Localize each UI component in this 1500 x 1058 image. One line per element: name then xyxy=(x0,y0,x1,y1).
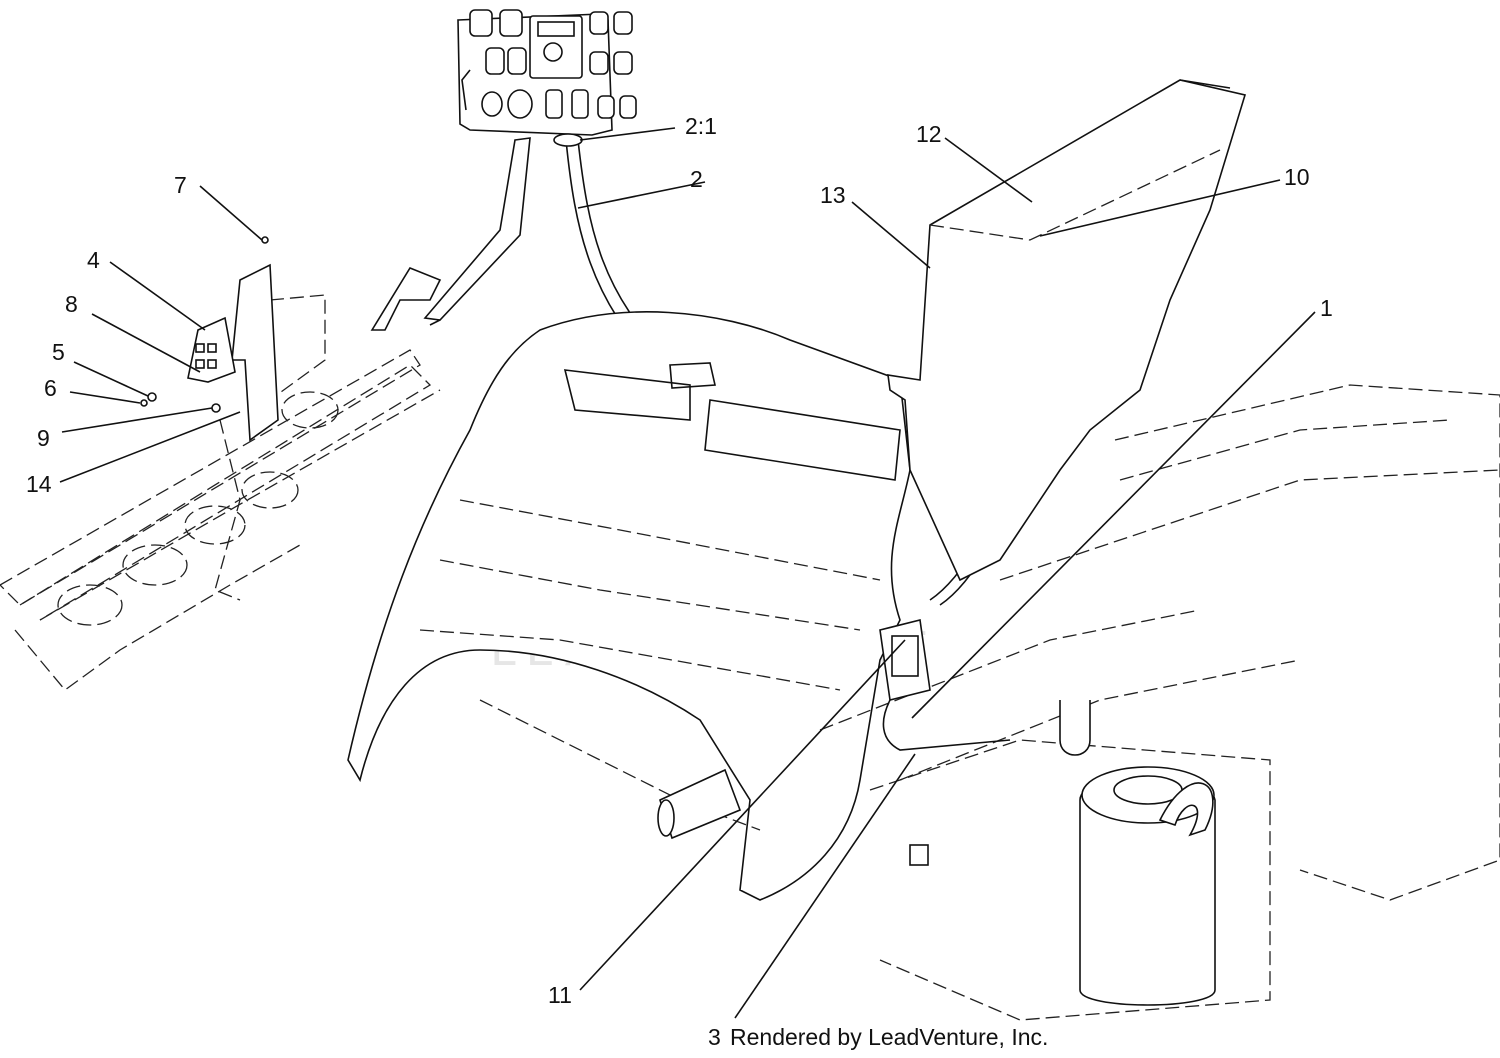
callout-2-1: 2:1 xyxy=(685,113,717,139)
callout-9: 9 xyxy=(37,425,50,451)
callout-4: 4 xyxy=(87,247,100,273)
motor-assembly xyxy=(869,700,1271,1021)
switch-module xyxy=(879,619,1011,751)
callout-labels: 7 4 8 5 6 9 14 2:1 2 12 13 10 1 11 3 xyxy=(26,113,1333,1050)
left-frame-rail xyxy=(0,294,441,691)
leader-lines xyxy=(59,127,1316,1019)
callout-14: 14 xyxy=(26,471,52,497)
axle-pipe xyxy=(657,768,742,840)
side-bracket xyxy=(140,236,279,442)
control-panel xyxy=(457,9,637,136)
callout-10: 10 xyxy=(1284,164,1310,190)
callout-7: 7 xyxy=(174,172,187,198)
rendered-by-credit: Rendered by LeadVenture, Inc. xyxy=(730,1024,1048,1050)
callout-8: 8 xyxy=(65,291,78,317)
right-deck xyxy=(819,384,1500,901)
callout-3: 3 xyxy=(708,1024,721,1050)
callout-2: 2 xyxy=(690,166,703,192)
callout-5: 5 xyxy=(52,339,65,365)
fender-body xyxy=(347,311,911,901)
callout-13: 13 xyxy=(820,182,846,208)
callout-11: 11 xyxy=(548,982,572,1008)
callout-1: 1 xyxy=(1320,295,1333,321)
seat-back-panel xyxy=(887,79,1247,582)
steering-arm xyxy=(370,137,531,331)
callout-6: 6 xyxy=(44,375,57,401)
callout-12: 12 xyxy=(916,121,942,147)
